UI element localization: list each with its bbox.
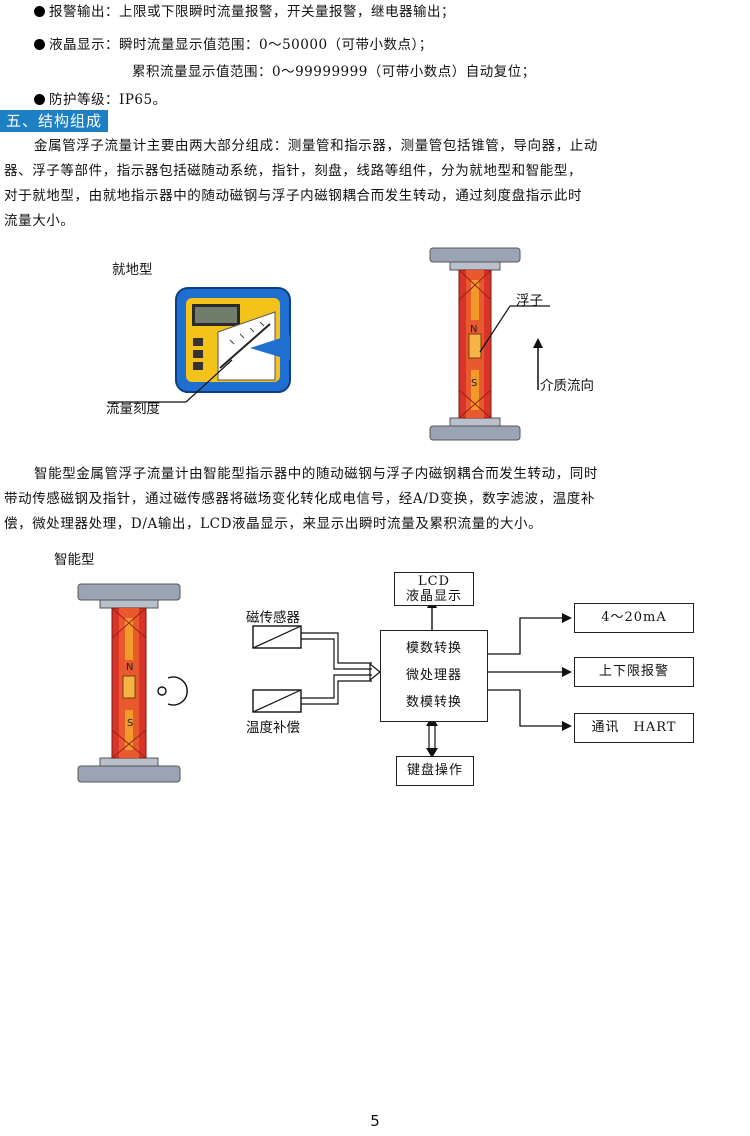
bullet-cumulative-range: 累积流量显示值范围：0～99999999（可带小数点）自动复位； <box>132 60 536 80</box>
processor-box: 模数转换 微处理器 数模转换 <box>380 630 488 722</box>
tube-mark-n: N <box>126 662 133 673</box>
bullet-dot-icon <box>34 94 45 105</box>
local-indicator-image <box>175 287 291 393</box>
paragraph-line: 器、浮子等部件，指示器包括磁随动系统，指针，刻盘，线路等组件，分为就地型和智能型… <box>4 163 583 179</box>
bullet-label: 报警输出： <box>49 4 119 20</box>
flow-direction-label: 介质流向 <box>540 378 594 394</box>
figure-smart-type-diagram: N S <box>77 583 572 783</box>
float-label: 浮子 <box>516 293 543 309</box>
page-number: 5 <box>370 1112 380 1130</box>
bullet-text: IP65。 <box>119 92 167 108</box>
figure-local-type: N S <box>108 247 550 441</box>
lcd-display-box: LCD 液晶显示 <box>394 572 474 606</box>
bullet-alarm-output: 报警输出：上限或下限瞬时流量报警，开关量报警，继电器输出； <box>34 0 455 20</box>
bullet-text: 上限或下限瞬时流量报警，开关量报警，继电器输出； <box>119 4 455 20</box>
processor-box-line: 微处理器 <box>405 668 462 683</box>
lcd-box-line: 液晶显示 <box>405 589 462 604</box>
section-heading: 五、结构组成 <box>0 110 109 132</box>
paragraph-line: 流量大小。 <box>4 213 75 229</box>
bullet-text: 累积流量显示值范围：0～99999999（可带小数点）自动复位； <box>132 64 536 80</box>
output-alarm-box: 上下限报警 <box>574 657 694 687</box>
smart-type-label: 智能型 <box>54 552 95 568</box>
processor-box-line: 数模转换 <box>405 695 462 710</box>
output-hart-box: 通讯 HART <box>574 713 694 743</box>
smart-tube-image <box>77 583 181 783</box>
bullet-dot-icon <box>34 39 45 50</box>
bullet-text: 瞬时流量显示值范围：0～50000（可带小数点）； <box>119 37 433 53</box>
keyboard-box: 键盘操作 <box>396 756 474 786</box>
bullet-dot-icon <box>34 6 45 17</box>
paragraph-line: 智能型金属管浮子流量计由智能型指示器中的随动磁钢与浮子内磁钢耦合而发生转动，同时 <box>34 466 598 482</box>
rotation-icon <box>157 676 188 706</box>
paragraph-line: 偿，微处理器处理，D/A输出，LCD液晶显示，来显示出瞬时流量及累积流量的大小。 <box>4 516 543 532</box>
output-current-box: 4～20mA <box>574 603 694 633</box>
processor-box-line: 模数转换 <box>405 641 462 656</box>
bullet-label: 液晶显示： <box>49 37 119 53</box>
tube-mark-n: N <box>470 324 477 335</box>
scale-label: 流量刻度 <box>106 401 160 417</box>
paragraph-structure: 金属管浮子流量计主要由两大部分组成：测量管和指示器，测量管包括锥管，导向器，止动… <box>4 134 748 234</box>
temp-comp-label: 温度补偿 <box>246 720 300 736</box>
paragraph-line: 对于就地型，由就地指示器中的随动磁钢与浮子内磁钢耦合而发生转动，通过刻度盘指示此… <box>4 188 583 204</box>
tube-mark-s: S <box>127 718 133 729</box>
tube-mark-s: S <box>471 378 477 389</box>
paragraph-smart-type: 智能型金属管浮子流量计由智能型指示器中的随动磁钢与浮子内磁钢耦合而发生转动，同时… <box>4 462 748 537</box>
magnetic-sensor-label: 磁传感器 <box>246 610 300 626</box>
bullet-protection: 防护等级：IP65。 <box>34 88 167 108</box>
metal-tube-image <box>429 247 521 441</box>
bullet-label: 防护等级： <box>49 92 119 108</box>
local-type-label: 就地型 <box>112 262 153 278</box>
bullet-lcd-display: 液晶显示：瞬时流量显示值范围：0～50000（可带小数点）； <box>34 33 433 53</box>
lcd-box-line: LCD <box>417 574 450 589</box>
paragraph-line: 金属管浮子流量计主要由两大部分组成：测量管和指示器，测量管包括锥管，导向器，止动 <box>34 138 598 154</box>
paragraph-line: 带动传感磁钢及指针，通过磁传感器将磁场变化转化成电信号，经A/D变换，数字滤波，… <box>4 491 595 507</box>
